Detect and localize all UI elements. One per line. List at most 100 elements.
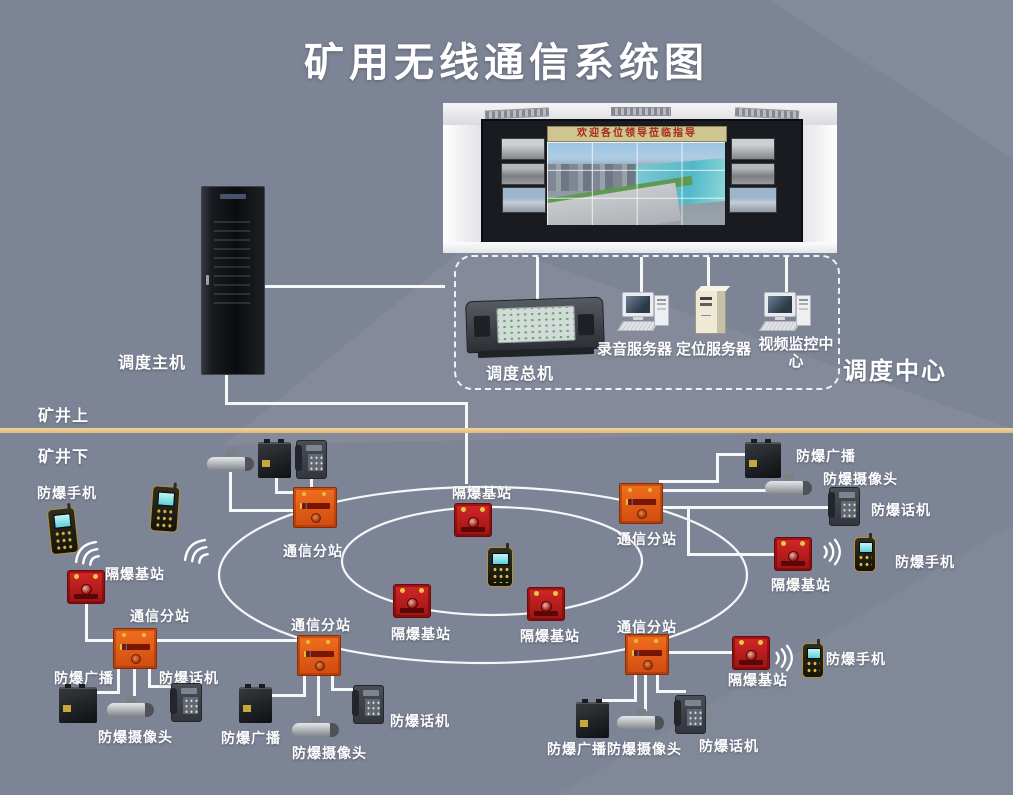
dispatch-center-label: 调度中心: [843, 357, 947, 385]
connector-line: [785, 257, 788, 295]
positioning-server-label: 定位服务器: [676, 340, 752, 358]
connector-line: [229, 509, 295, 512]
telephone-label: 防爆话机: [699, 739, 759, 755]
substation-label: 通信分站: [283, 544, 343, 560]
substation-label: 通信分站: [130, 609, 190, 625]
boundary-label-above: 矿井上: [38, 406, 90, 425]
connector-line: [716, 454, 719, 483]
handset-label: 防爆手机: [37, 486, 97, 502]
video-center-label: 视频监控中心: [758, 335, 834, 370]
base-station-icon: [732, 636, 770, 670]
base-station-label: 隔爆基站: [728, 673, 788, 689]
video-wall-thumbnail: [501, 163, 545, 185]
signal-waves-icon: [775, 644, 793, 672]
telephone-icon: [170, 683, 202, 722]
handset-label: 防爆手机: [826, 652, 886, 668]
base-station-icon: [67, 570, 105, 604]
signal-waves-icon: [823, 538, 841, 566]
broadcast-icon: [258, 439, 291, 478]
telephone-label: 防爆话机: [871, 503, 931, 519]
right-wall: [797, 125, 837, 247]
broadcast-label: 防爆广播: [796, 449, 856, 465]
video-wall-thumbnail: [731, 163, 775, 185]
connector-line: [275, 472, 278, 494]
substation-icon: [113, 628, 157, 669]
connector-line: [656, 690, 686, 693]
dispatch-console-icon: [465, 296, 605, 359]
camera-label: 防爆摄像头: [292, 746, 367, 762]
camera-icon: [292, 716, 339, 741]
connector-line: [659, 506, 833, 509]
broadcast-icon: [239, 684, 272, 723]
base-station-icon: [527, 587, 565, 621]
connector-line: [133, 664, 136, 698]
broadcast-icon: [576, 699, 609, 738]
base-station-label: 隔爆基站: [771, 578, 831, 594]
connector-line: [331, 688, 361, 691]
camera-icon: [765, 474, 812, 499]
connector-line: [117, 664, 120, 694]
broadcast-icon: [745, 439, 781, 478]
broadcast-label: 防爆广播: [221, 731, 281, 747]
base-station-icon: [393, 584, 431, 618]
connector-line: [148, 664, 151, 688]
telephone-icon: [352, 685, 384, 724]
connector-line: [640, 257, 643, 295]
base-station-label: 隔爆基站: [391, 627, 451, 643]
connector-line: [262, 694, 306, 697]
telephone-icon: [674, 695, 706, 734]
dispatch-center-zone: [454, 255, 840, 390]
substation-icon: [625, 634, 669, 675]
room-floor: [443, 242, 837, 253]
base-station-label: 隔爆基站: [452, 486, 512, 502]
signal-waves-icon: [183, 538, 209, 564]
recording-server-icon: [616, 292, 669, 332]
handset-icon: [854, 533, 876, 572]
substation-label: 通信分站: [617, 620, 677, 636]
diagram-title: 矿用无线通信系统图: [304, 40, 709, 86]
camera-label: 防爆摄像头: [823, 472, 898, 488]
dispatch-host-label: 调度主机: [118, 353, 187, 372]
connector-line: [263, 285, 445, 288]
connector-line: [659, 489, 769, 492]
connector-line: [303, 672, 306, 697]
video-wall-thumbnail: [731, 138, 775, 160]
connector-line: [465, 402, 468, 484]
substation-icon: [297, 635, 341, 676]
connector-line: [310, 473, 313, 489]
connector-line: [148, 685, 180, 688]
connector-line: [156, 639, 302, 642]
video-wall-thumbnail: [501, 138, 545, 160]
handset-icon: [802, 639, 824, 678]
substation-icon: [619, 483, 663, 524]
signal-waves-icon: [74, 540, 100, 566]
dispatch-console-label: 调度总机: [486, 364, 555, 383]
connector-line: [687, 553, 777, 556]
connector-line: [644, 670, 647, 711]
video-center-icon: [758, 292, 811, 332]
positioning-server-icon: [695, 290, 726, 334]
video-wall-thumbnail: [502, 187, 546, 213]
connector-line: [598, 699, 637, 702]
control-room-image: 欢迎各位领导莅临指导: [443, 103, 837, 253]
substation-icon: [293, 487, 337, 528]
base-station-icon: [454, 503, 492, 537]
telephone-label: 防爆话机: [390, 714, 450, 730]
recording-server-label: 录音服务器: [597, 340, 673, 358]
camera-label: 防爆摄像头: [98, 730, 173, 746]
telephone-icon: [295, 440, 327, 479]
video-wall-main-screen: [547, 142, 725, 225]
handset-icon: [487, 543, 513, 587]
video-wall-banner: 欢迎各位领导莅临指导: [547, 126, 727, 142]
connector-line: [716, 453, 749, 456]
telephone-icon: [828, 487, 860, 526]
connector-line: [317, 672, 320, 718]
connector-line: [659, 480, 718, 483]
connector-line: [634, 670, 637, 702]
connector-line: [229, 472, 232, 512]
base-station-icon: [774, 537, 812, 571]
broadcast-label: 防爆广播: [547, 742, 607, 758]
handset-icon: [149, 482, 181, 533]
dispatch-host-rack-icon: [201, 186, 265, 375]
broadcast-label: 防爆广播: [54, 671, 114, 687]
